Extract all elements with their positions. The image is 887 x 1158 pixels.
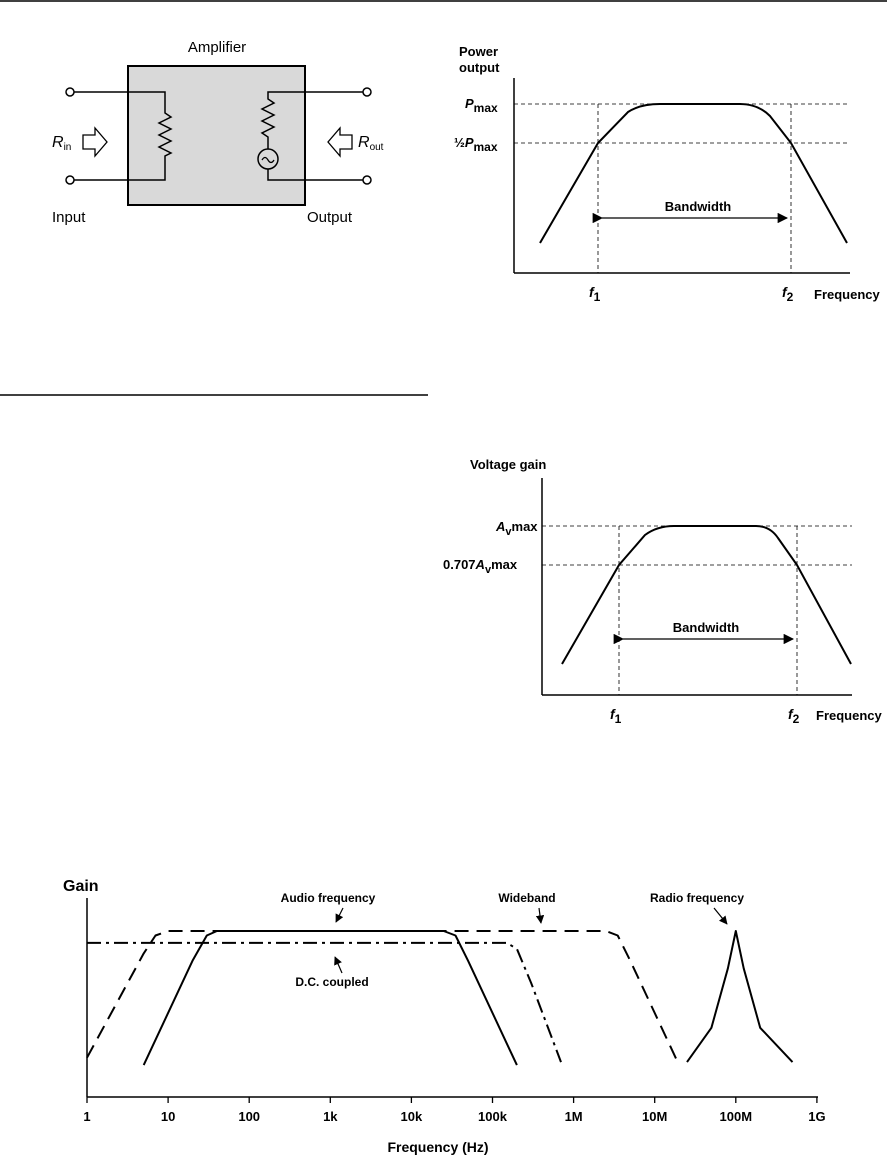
series-wideband-line: [86, 930, 681, 1066]
voltage-ylabel: Voltage gain: [470, 457, 546, 472]
voltage-xlabel: Frequency: [816, 708, 883, 723]
gain-xlabel: Frequency (Hz): [387, 1139, 488, 1155]
half-pmax-label: ½Pmax: [454, 135, 498, 154]
voltage-bandwidth-label: Bandwidth: [673, 620, 739, 635]
power-f2-label: f2: [782, 284, 794, 304]
output-wire-top: [267, 91, 363, 96]
input-resistor: [157, 110, 173, 158]
gain-series-group: [86, 930, 794, 1066]
voltage-response-curve: [561, 525, 852, 665]
x-tick-label: 1k: [323, 1109, 338, 1124]
input-terminal-bottom: [65, 175, 75, 185]
amplifier-diagram: Amplifier Rin Rout Input Output: [52, 39, 384, 226]
power-ylabel-line2: output: [459, 60, 500, 75]
rin-label: Rin: [52, 134, 71, 153]
series-audio-frequency-line: [142, 930, 518, 1066]
series-radio-frequency-line: [686, 930, 794, 1063]
half-avmax-label: 0.707Avmax: [443, 557, 518, 576]
amplifier-box: [127, 65, 306, 206]
input-wire-top: [74, 91, 166, 110]
x-tick-label: 100k: [478, 1109, 508, 1124]
amplifier-title: Amplifier: [188, 39, 246, 56]
output-resistor: [260, 96, 276, 140]
series-d-c-coupled-line: [87, 941, 562, 1063]
annotation-dc-arrow: [334, 956, 343, 974]
input-label: Input: [52, 209, 86, 226]
input-terminal-top: [65, 87, 75, 97]
gain-frequency-chart: Gain 1 10 100 1k 10k 100k 1M 10M 100M 1G Frequenc…: [63, 878, 826, 1155]
x-tick-label: 10k: [401, 1109, 423, 1124]
annotation-radio-frequency: Radio frequency: [650, 891, 744, 905]
x-tick-label: 1: [83, 1109, 90, 1124]
annotation-audio-frequency: Audio frequency: [281, 891, 376, 905]
output-terminal-top: [362, 87, 372, 97]
annotation-wideband-arrow: [535, 907, 545, 924]
rout-arrow-icon: [327, 126, 353, 158]
x-tick-label: 100M: [720, 1109, 753, 1124]
output-terminal-bottom: [362, 175, 372, 185]
gain-x-ticks: 1 10 100 1k 10k 100k 1M 10M 100M 1G: [83, 1097, 826, 1124]
voltage-f1-label: f1: [610, 706, 622, 726]
annotation-audio-arrow: [335, 907, 344, 923]
x-tick-label: 10: [161, 1109, 175, 1124]
power-xlabel: Frequency: [814, 287, 881, 302]
pmax-label: Pmax: [465, 96, 498, 115]
annotation-radio-arrow: [713, 907, 728, 925]
rin-arrow-icon: [82, 126, 108, 158]
voltage-f2-label: f2: [788, 706, 800, 726]
x-tick-label: 1G: [808, 1109, 825, 1124]
input-wire-bottom: [74, 158, 166, 181]
annotation-wideband: Wideband: [498, 891, 555, 905]
x-tick-label: 10M: [642, 1109, 667, 1124]
output-label: Output: [307, 209, 353, 226]
power-response-curve: [539, 103, 848, 244]
avmax-label: Avmax: [495, 519, 538, 538]
power-ylabel-line1: Power: [459, 44, 498, 59]
gain-ylabel: Gain: [63, 878, 99, 895]
voltage-gain-chart: Voltage gain Bandwidth Avmax 0.707Avmax …: [443, 457, 883, 726]
output-wire-bottom: [267, 169, 363, 181]
x-tick-label: 100: [238, 1109, 260, 1124]
x-tick-label: 1M: [565, 1109, 583, 1124]
annotation-dc-coupled: D.C. coupled: [295, 975, 368, 989]
power-f1-label: f1: [589, 284, 601, 304]
power-bandwidth-label: Bandwidth: [665, 199, 731, 214]
sine-wave-icon: [261, 156, 275, 164]
power-output-chart: Power output Bandwidth Pmax ½Pmax f1 f2 …: [454, 44, 881, 304]
rout-label: Rout: [358, 134, 384, 153]
